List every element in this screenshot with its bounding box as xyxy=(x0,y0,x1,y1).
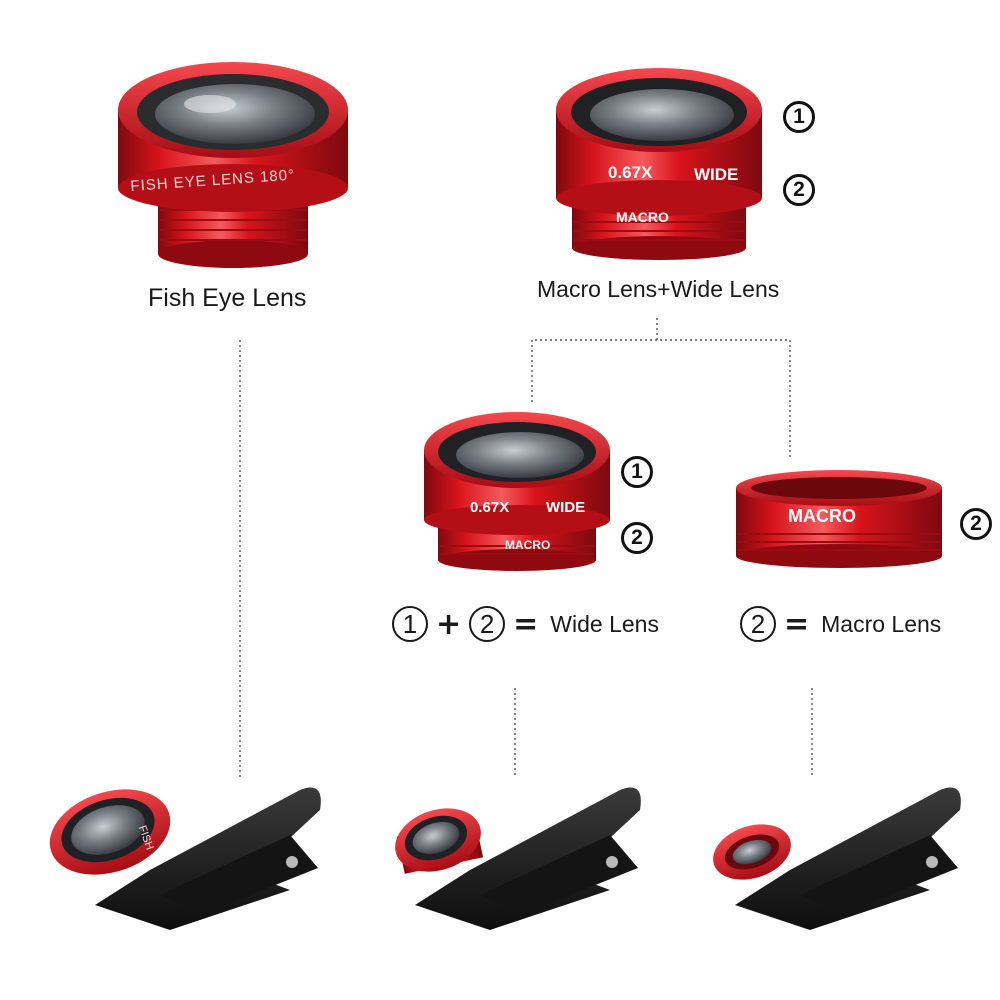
macro-wide-lens-image: 0.67X WIDE MACRO xyxy=(556,68,762,260)
fish-eye-lens-image: FISH EYE LENS 180° xyxy=(118,62,348,268)
equals-sign: = xyxy=(784,606,810,642)
macro-marking-top: MACRO xyxy=(616,209,669,225)
connector-lines xyxy=(239,318,813,778)
marker-one-top: 1 xyxy=(783,101,815,133)
macro-marking-mid: MACRO xyxy=(505,538,550,552)
marker-two-mid: 2 xyxy=(621,522,653,554)
circled-one: 1 xyxy=(392,606,428,642)
plus-sign: + xyxy=(436,606,462,642)
marker-two-top: 2 xyxy=(783,174,815,206)
wide-lens-label: Wide Lens xyxy=(550,610,659,637)
circled-two: 2 xyxy=(740,606,776,642)
equals-sign: = xyxy=(513,606,539,642)
macro-marking-ring: MACRO xyxy=(788,506,856,526)
macro-lens-label: Macro Lens xyxy=(821,610,942,637)
clip-fisheye-image: FISH xyxy=(49,787,321,930)
circled-two: 2 xyxy=(469,606,506,642)
wide-word-top: WIDE xyxy=(694,165,738,184)
wide-marking-mid: 0.67X xyxy=(470,499,509,516)
wide-word-mid: WIDE xyxy=(546,499,585,516)
macro-wide-caption: Macro Lens+Wide Lens xyxy=(537,276,780,302)
clip-macro-image xyxy=(713,787,961,930)
wide-lens-image: 0.67X WIDE MACRO xyxy=(424,412,610,571)
macro-lens-equation: 2 = Macro Lens xyxy=(740,606,941,642)
marker-one-mid: 1 xyxy=(621,456,653,488)
macro-ring-image: MACRO xyxy=(736,470,942,568)
tree-branch-line xyxy=(531,339,791,460)
wide-lens-equation: 1 + 2 = Wide Lens xyxy=(392,606,659,642)
marker-two-ring: 2 xyxy=(960,508,992,540)
wide-marking-top: 0.67X xyxy=(608,163,653,182)
clip-wide-image xyxy=(395,787,641,930)
fish-eye-caption: Fish Eye Lens xyxy=(148,284,307,312)
